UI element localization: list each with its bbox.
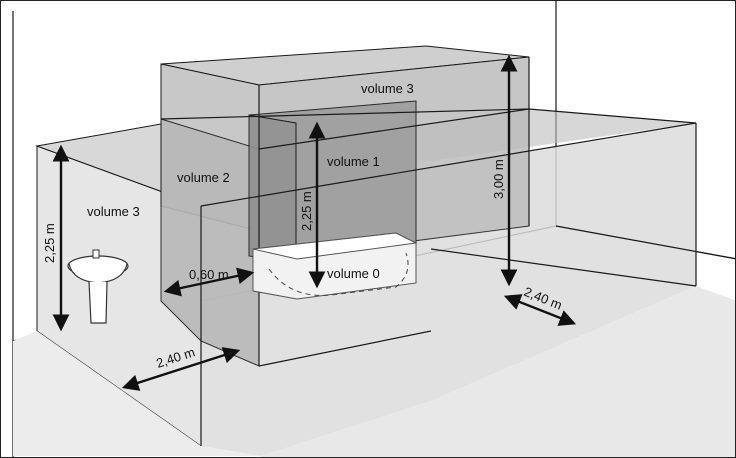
label-volume-3-left: volume 3 (87, 204, 140, 219)
bathtub-icon (252, 232, 418, 300)
back-floor-line (555, 225, 735, 260)
label-volume-3-top: volume 3 (361, 81, 414, 96)
volume-2-top-back-edge (160, 108, 530, 120)
dim-depth-right-arrow (503, 294, 577, 326)
volume-2-right-edge (528, 108, 697, 124)
floor-front-edge (258, 330, 432, 367)
dim-label-shower-height: 2,25 m (299, 191, 314, 231)
dim-label-left-height: 2,25 m (42, 223, 57, 263)
dim-label-total-height: 3,00 m (491, 159, 506, 199)
label-volume-2: volume 2 (177, 170, 230, 185)
label-volume-0: volume 0 (327, 266, 380, 281)
volume-outline (160, 57, 735, 446)
volume-1-zone (248, 100, 417, 264)
volume-2-top-front-edge (200, 122, 697, 207)
dimension-arrows (52, 54, 577, 391)
volume-2-mid-edge (258, 108, 530, 150)
floor-right-edge (430, 248, 697, 287)
dim-0-60-arrow (163, 267, 255, 297)
dim-depth-left-arrow (121, 347, 241, 391)
label-volume-1: volume 1 (327, 154, 380, 169)
dim-label-0-60: 0,60 m (189, 267, 229, 282)
